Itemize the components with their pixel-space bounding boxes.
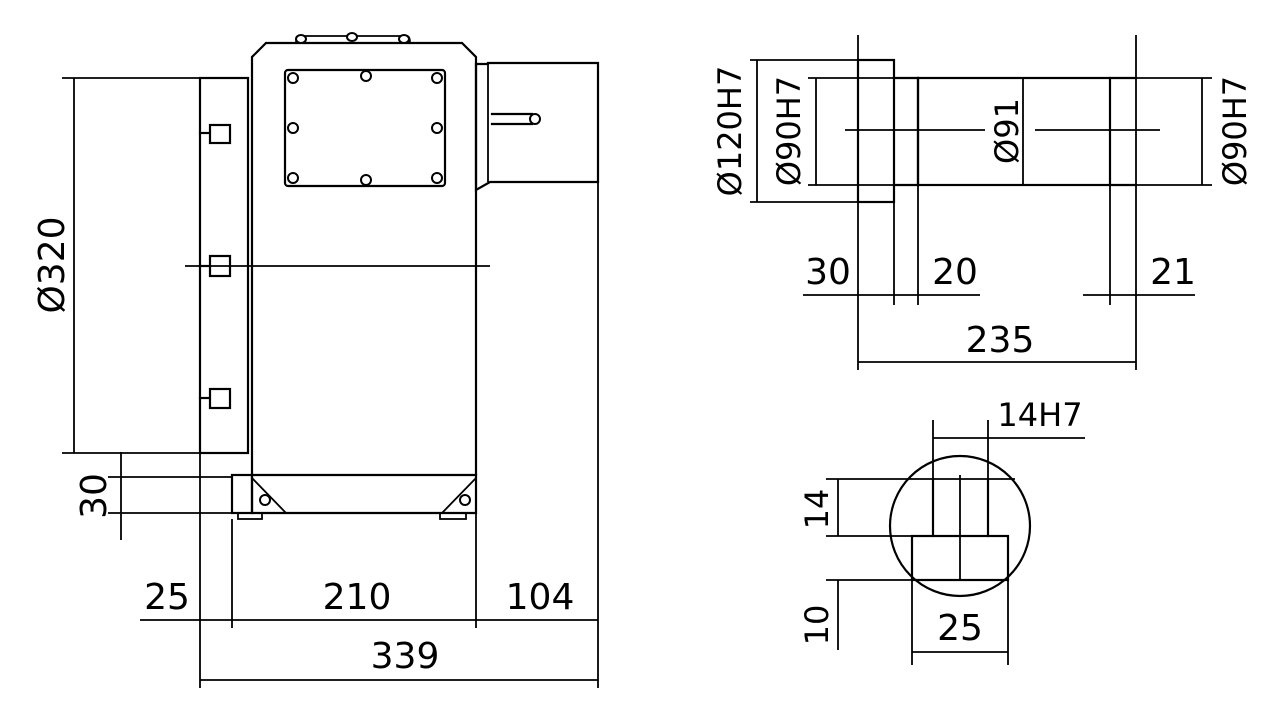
dim-base-30: 30 bbox=[74, 452, 238, 540]
cover-plate bbox=[283, 68, 447, 188]
motor-handle bbox=[490, 112, 541, 126]
shaft-view: Ø120H7 Ø90H7 Ø91 Ø90H7 30 20 21 bbox=[711, 35, 1254, 370]
label-flange-length: 30 bbox=[805, 252, 851, 293]
dim-left-bore: Ø90H7 bbox=[770, 76, 894, 186]
left-foot bbox=[230, 473, 287, 520]
top-lugs bbox=[295, 32, 411, 44]
dim-steps: 30 20 21 bbox=[803, 252, 1196, 296]
right-foot bbox=[439, 477, 477, 520]
label-offset-25: 25 bbox=[144, 577, 190, 618]
label-key-width: 14H7 bbox=[997, 396, 1082, 434]
dim-base-width: 25 bbox=[911, 580, 1009, 665]
label-total-339: 339 bbox=[371, 636, 440, 677]
dim-diameter-320: Ø320 bbox=[32, 77, 200, 454]
main-elevation-view: Ø320 30 25 210 104 339 bbox=[32, 32, 600, 688]
label-total-235: 235 bbox=[966, 320, 1035, 361]
shaft-body bbox=[916, 76, 1112, 187]
label-shaft-diameter: Ø91 bbox=[988, 98, 1026, 164]
keyway-view: 14H7 14 10 25 bbox=[798, 396, 1085, 665]
label-diameter-320: Ø320 bbox=[32, 216, 73, 313]
drum-latch-bottom bbox=[198, 387, 232, 410]
drum-latch-top bbox=[198, 123, 232, 145]
label-base-width: 25 bbox=[937, 608, 983, 649]
dim-key-depth: 14 bbox=[798, 478, 912, 537]
dim-total-235: 235 bbox=[858, 320, 1136, 363]
label-key-depth: 14 bbox=[798, 489, 836, 530]
dim-key-width: 14H7 bbox=[932, 396, 1085, 479]
label-base-30: 30 bbox=[74, 473, 115, 519]
label-width-210: 210 bbox=[323, 577, 392, 618]
dim-base-depth: 10 bbox=[798, 579, 912, 650]
dim-total-339: 339 bbox=[200, 636, 598, 681]
label-left-step: 20 bbox=[932, 252, 978, 293]
keyway-circle bbox=[888, 454, 1032, 598]
dim-right-bore: Ø90H7 bbox=[1136, 76, 1254, 186]
label-base-depth: 10 bbox=[798, 605, 836, 646]
dim-flange-diameter: Ø120H7 bbox=[711, 59, 858, 203]
label-left-bore: Ø90H7 bbox=[770, 76, 808, 186]
dim-shaft-diameter: Ø91 bbox=[988, 78, 1026, 185]
cover-bolts bbox=[287, 70, 443, 186]
shaft-flange bbox=[856, 58, 896, 204]
label-right-bore: Ø90H7 bbox=[1216, 76, 1254, 186]
label-width-104: 104 bbox=[506, 577, 575, 618]
dim-widths: 25 210 104 bbox=[140, 182, 599, 688]
motor-block bbox=[474, 61, 600, 192]
label-right-step: 21 bbox=[1150, 252, 1196, 293]
label-flange-diameter: Ø120H7 bbox=[711, 66, 749, 197]
